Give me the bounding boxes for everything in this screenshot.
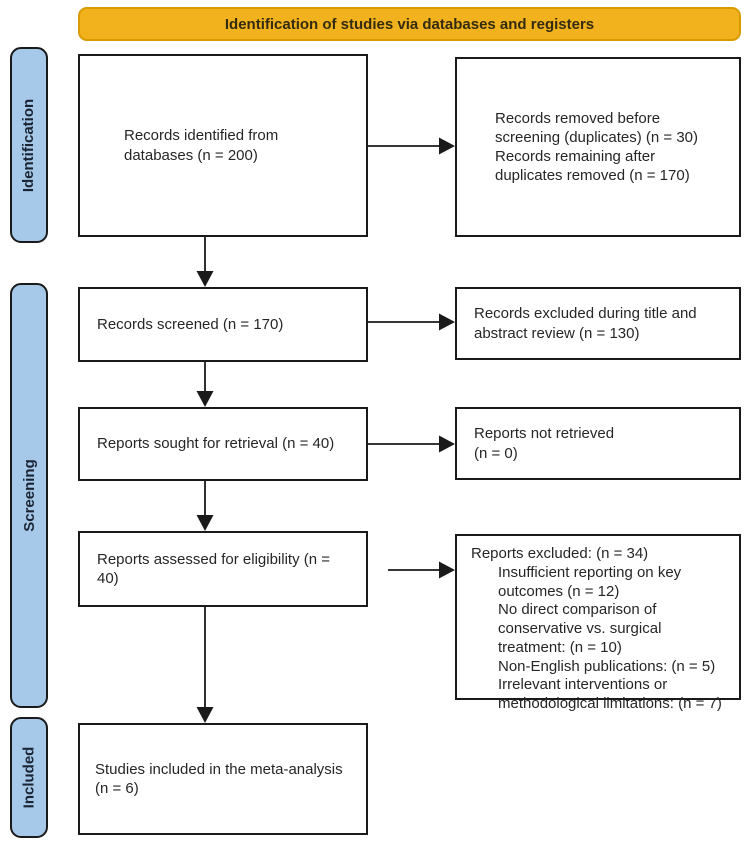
stage-label-included: Included — [10, 717, 48, 838]
excluded-reason: No direct comparison of conservative vs.… — [498, 601, 662, 656]
stage-included-text: Included — [20, 746, 38, 809]
title-banner: Identification of studies via databases … — [78, 7, 741, 41]
box-records-screened: Records screened (n = 170) — [78, 287, 368, 362]
excluded-reason: Insufficient reporting on key outcomes (… — [498, 563, 682, 600]
excluded-reason: Non-English publications: (n = 5) — [498, 657, 716, 675]
arrow-assessed-to-excluded-reports — [388, 561, 455, 579]
excluded-reason: Irrelevant interventions or methodologic… — [498, 676, 722, 712]
records-removed-line: Records removed before screening (duplic… — [495, 109, 699, 146]
arrow-screened-to-sought — [196, 362, 214, 407]
box-records-removed-before-screening: Records removed before screening (duplic… — [455, 57, 741, 237]
arrow-sought-to-assessed — [196, 481, 214, 531]
reports-excluded-header: Reports excluded: (n = 34) — [471, 545, 649, 562]
box-records-excluded-title-abstract: Records excluded during title and abstra… — [455, 287, 741, 360]
box-reports-excluded: Reports excluded: (n = 34) Insufficient … — [455, 534, 741, 712]
records-excluded-text: Records excluded during title and abstra… — [474, 305, 697, 342]
box-studies-included: Studies included in the meta-analysis (n… — [78, 723, 368, 835]
stage-screening-text: Screening — [20, 459, 38, 532]
reports-not-retrieved-line2: (n = 0) — [474, 444, 518, 462]
diagram-title: Identification of studies via databases … — [224, 15, 595, 33]
stage-identification-text: Identification — [20, 98, 38, 192]
records-remaining-line: Records remaining after duplicates remov… — [495, 148, 690, 185]
reports-sought-text: Reports sought for retrieval (n = 40) — [97, 435, 335, 453]
studies-included-text: Studies included in the meta-analysis (n… — [95, 760, 343, 797]
arrow-assessed-to-included — [196, 607, 214, 723]
stage-label-identification: Identification — [10, 47, 48, 243]
records-screened-text: Records screened (n = 170) — [97, 315, 284, 333]
box-reports-sought: Reports sought for retrieval (n = 40) — [78, 407, 368, 481]
records-identified-text: Records identified from databases (n = 2… — [124, 127, 279, 164]
reports-assessed-text: Reports assessed for eligibility (n = 40… — [97, 550, 331, 587]
reports-not-retrieved-line1: Reports not retrieved — [474, 425, 615, 443]
arrow-identified-to-screened — [196, 237, 214, 287]
box-reports-assessed: Reports assessed for eligibility (n = 40… — [78, 531, 368, 607]
box-records-identified: Records identified from databases (n = 2… — [78, 54, 368, 237]
arrow-screened-to-excluded — [368, 313, 455, 331]
stage-label-screening: Screening — [10, 283, 48, 708]
box-reports-not-retrieved: Reports not retrieved (n = 0) — [455, 407, 741, 480]
arrow-sought-to-not-retrieved — [368, 435, 455, 453]
arrow-identified-to-removed — [368, 137, 455, 155]
